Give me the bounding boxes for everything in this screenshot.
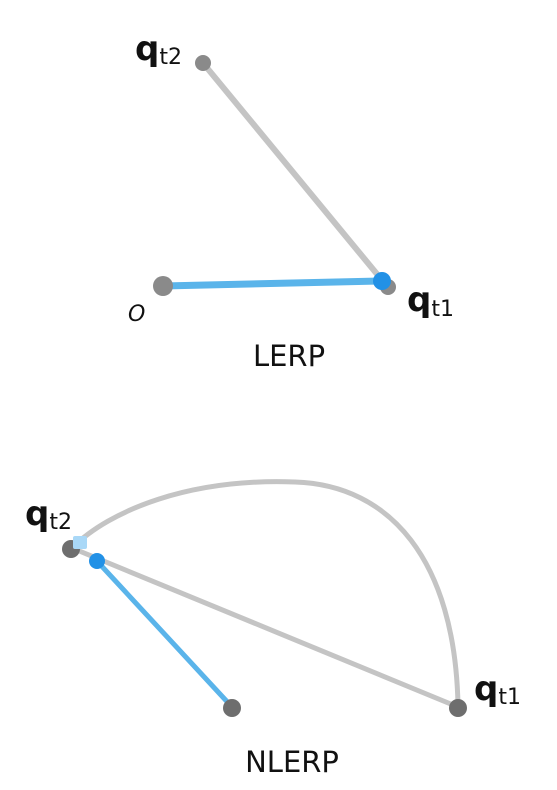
lerp-q-t2-label: qt2 [135,29,182,70]
nlerp-origin-point [223,699,241,717]
lerp-panel: qt2 qt1 O LERP [128,29,454,373]
lerp-caption: LERP [253,339,325,373]
nlerp-arc [69,479,461,708]
nlerp-result-vector [93,557,235,710]
nlerp-interpolated-point [89,553,105,569]
lerp-interpolated-point [373,272,391,290]
lerp-q-t2-point [195,55,211,71]
lerp-q-t1-label: qt1 [407,280,454,322]
lerp-origin-point [153,276,173,296]
nlerp-caption: NLERP [245,745,339,779]
nlerp-panel: qt2 qt1 NLERP [25,479,521,779]
nlerp-q-t1-label: qt1 [474,669,521,710]
lerp-origin-label: O [128,302,145,327]
nlerp-q-t2-label: qt2 [25,494,72,535]
nlerp-highlight-marker [73,536,87,549]
lerp-result-vector [159,277,384,290]
nlerp-q-t1-point [449,699,467,717]
nlerp-chord-line [69,545,461,710]
lerp-chord-line [200,60,389,288]
